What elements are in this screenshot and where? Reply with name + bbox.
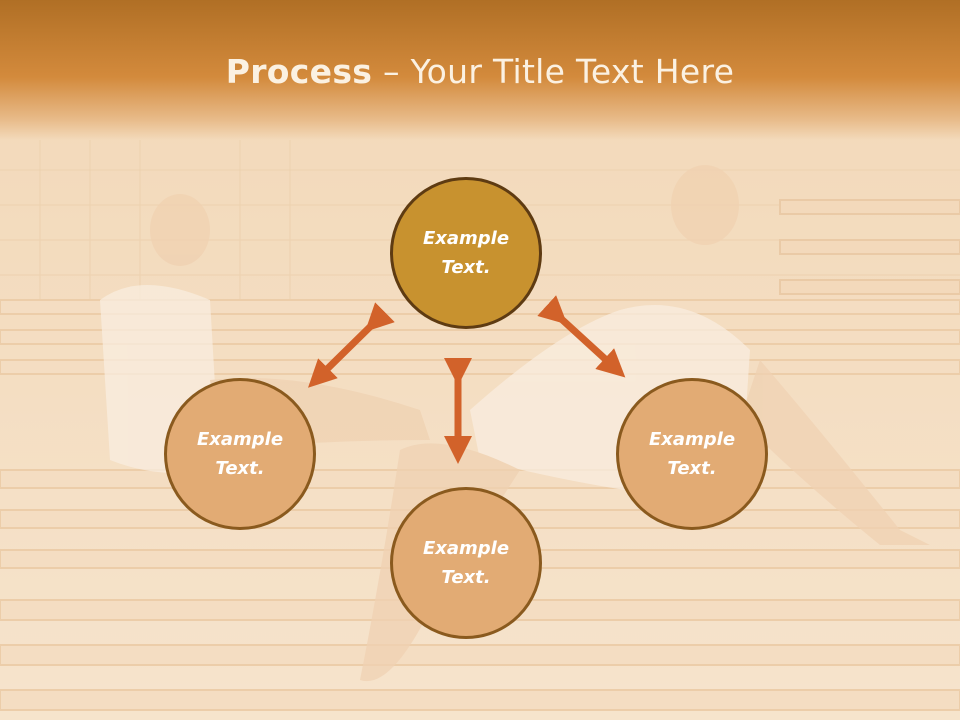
process-node-right[interactable]: Example Text.: [616, 378, 768, 530]
node-bottom-line2: Text.: [441, 567, 491, 588]
process-node-center[interactable]: Example Text.: [390, 177, 542, 329]
title-band: [0, 0, 960, 140]
arrow-center-left: [308, 302, 395, 388]
arrow-center-right: [537, 295, 626, 378]
title-bold: Process: [225, 52, 373, 91]
process-node-left[interactable]: Example Text.: [164, 378, 316, 530]
slide-title[interactable]: Process – Your Title Text Here: [0, 52, 960, 91]
node-center-line2: Text.: [441, 257, 491, 278]
node-right-line1: Example: [648, 429, 736, 450]
process-node-bottom[interactable]: Example Text.: [390, 487, 542, 639]
node-left-line1: Example: [196, 429, 284, 450]
node-right-line2: Text.: [667, 458, 717, 479]
node-center-line1: Example: [422, 228, 510, 249]
node-left-line2: Text.: [215, 458, 265, 479]
node-bottom-line1: Example: [422, 538, 510, 559]
title-rest: – Your Title Text Here: [372, 52, 735, 91]
